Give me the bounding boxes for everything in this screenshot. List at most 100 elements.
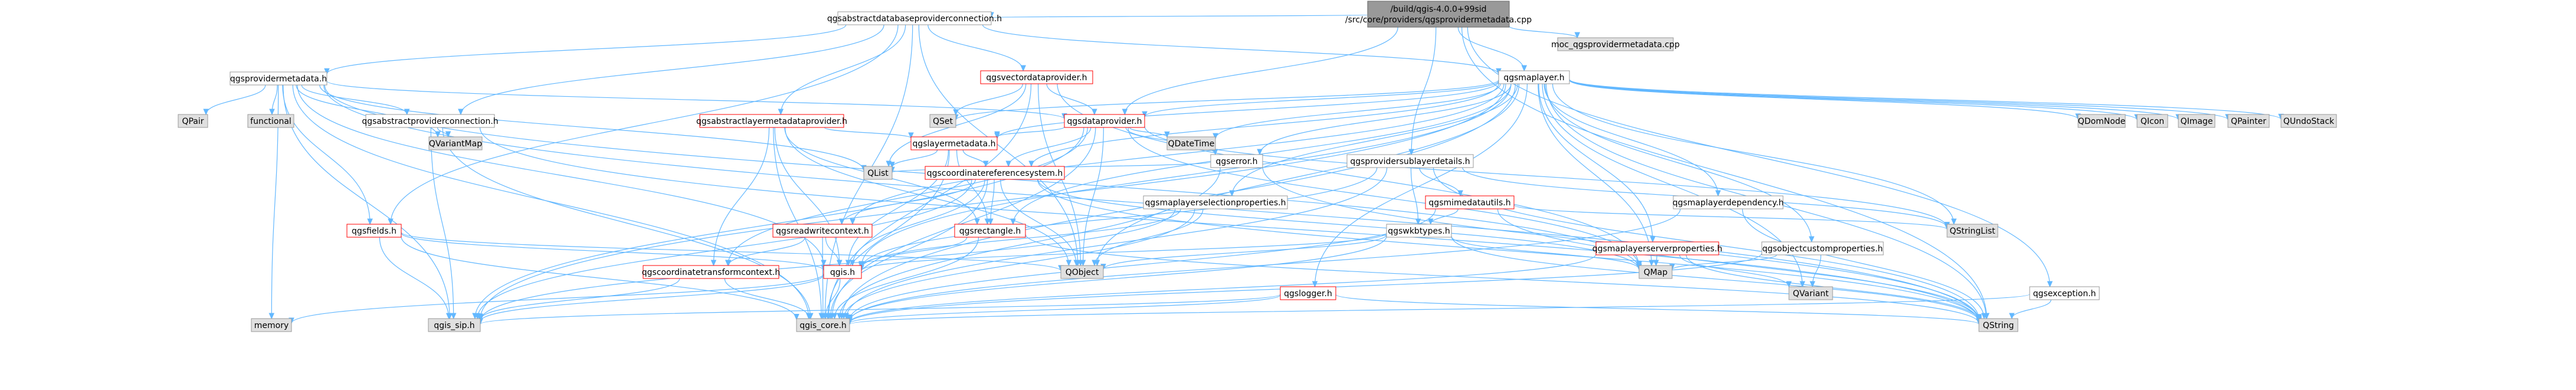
node-label: qgis.h (830, 268, 855, 277)
node-ml[interactable]: qgsmaplayer.h (1498, 70, 1570, 84)
edge-ml-to-crs (1028, 83, 1499, 168)
node-label: QDomNode (2078, 117, 2126, 126)
edge-vdp-to-core (825, 83, 1032, 320)
edge-dp-to-qdt (1129, 127, 1170, 138)
node-core: qgis_core.h (796, 318, 850, 332)
node-qgis[interactable]: qgis.h (823, 265, 862, 279)
edge-crs-to-rrc (839, 179, 976, 225)
edge-psld-to-qgis (858, 167, 1378, 269)
edge-ctc-to-sip (477, 278, 680, 321)
node-crs[interactable]: qgscoordinatereferencesystem.h (925, 166, 1065, 180)
node-vdp[interactable]: qgsvectordataprovider.h (980, 70, 1093, 84)
node-dp[interactable]: qgsdataprovider.h (1064, 114, 1145, 128)
edge-vdp-to-dp (1046, 83, 1097, 116)
node-logger[interactable]: qgslogger.h (1280, 286, 1336, 300)
node-label: QVariant (1793, 289, 1829, 299)
node-mlsrv[interactable]: qgsmaplayerserverproperties.h (1592, 241, 1722, 255)
node-label: QIcon (2141, 117, 2164, 126)
node-mldep[interactable]: qgsmaplayerdependency.h (1673, 195, 1784, 209)
node-ctc[interactable]: qgscoordinatetransformcontext.h (642, 265, 780, 279)
node-adpc[interactable]: qgsabstractdatabaseproviderconnection.h (827, 11, 1002, 25)
node-mime[interactable]: qgsmimedatautils.h (1425, 195, 1515, 209)
edge-dp-to-sip (472, 127, 1084, 320)
node-label: qgsprovidermetadata.h (230, 74, 327, 84)
node-label: qgslayermetadata.h (912, 139, 995, 149)
node-qdt: QDateTime (1166, 136, 1216, 150)
node-qset: QSet (929, 114, 956, 128)
edge-adpc-to-ml (982, 24, 1502, 75)
edge-mlsrv-to-qvar (1679, 254, 1792, 288)
edge-dp-to-qobj (1080, 127, 1104, 267)
edge-ml-to-err (1257, 83, 1512, 156)
node-qimg: QImage (2178, 114, 2216, 128)
node-almp[interactable]: qgsabstractlayermetadataprovider.h (696, 114, 847, 128)
node-fields[interactable]: qgsfields.h (346, 224, 402, 238)
node-label: qgis_core.h (799, 321, 847, 330)
node-qvar: QVariant (1788, 286, 1833, 300)
node-qdom: QDomNode (2077, 114, 2126, 128)
node-apc[interactable]: qgsabstractproviderconnection.h (362, 114, 499, 128)
edge-fields-to-core (401, 236, 799, 320)
edge-lm-to-qlist (889, 149, 938, 168)
edge-ml-to-dp (1142, 80, 1499, 118)
node-exc[interactable]: qgsexception.h (2029, 286, 2100, 300)
node-label: qgsabstractdatabaseproviderconnection.h (827, 14, 1002, 24)
edge-mlsrv-to-qmap (1653, 254, 1659, 267)
node-rect[interactable]: qgsrectangle.h (954, 224, 1026, 238)
node-functional: functional (247, 114, 294, 128)
edge-lm-to-crs (962, 149, 989, 168)
node-qundo: QUndoStack (2280, 114, 2337, 128)
edge-ml-to-ocp (1544, 83, 1815, 243)
edge-adpc-to-almp (778, 24, 906, 116)
node-label: qgsdataprovider.h (1067, 117, 1142, 126)
node-label: QPair (182, 117, 204, 126)
node-label: qgswkbtypes.h (1388, 227, 1450, 236)
node-pmeta[interactable]: qgsprovidermetadata.h (230, 71, 327, 86)
node-mlsp[interactable]: qgsmaplayerselectionproperties.h (1143, 195, 1288, 209)
node-qmap: QMap (1638, 265, 1673, 279)
node-err[interactable]: qgserror.h (1210, 154, 1263, 168)
node-ocp[interactable]: qgsobjectcustomproperties.h (1761, 241, 1884, 255)
node-label: qgsfields.h (352, 227, 396, 236)
node-label: qgserror.h (1216, 157, 1258, 166)
node-label: qgscoordinatereferencesystem.h (927, 169, 1063, 178)
edge-adpc-to-vdp (928, 24, 1026, 72)
edge-ml-to-sip (477, 83, 1506, 320)
edge-root-to-adpc (988, 12, 1368, 19)
edge-pmeta-to-fields (282, 84, 373, 225)
node-wkb[interactable]: qgswkbtypes.h (1386, 224, 1452, 238)
edge-ml-to-qimg (1569, 79, 2181, 121)
node-label: QSet (933, 117, 953, 126)
node-label: moc_qgsprovidermetadata.cpp (1551, 40, 1680, 50)
edge-root-to-ml (1457, 27, 1528, 72)
node-sip: qgis_sip.h (428, 318, 481, 332)
edge-pmeta-to-functional (269, 84, 278, 116)
node-label: QObject (1066, 268, 1099, 277)
node-label: QStringList (1949, 227, 1995, 236)
edge-rrc-to-qgis (825, 237, 843, 267)
edge-ml-to-rect (1010, 83, 1512, 225)
edge-mldep-to-qstr (1742, 208, 1987, 320)
edge-qgis-to-sip (477, 274, 824, 323)
edge-ml-to-mldep (1543, 83, 1721, 197)
node-psld[interactable]: qgsprovidersublayerdetails.h (1346, 154, 1474, 168)
node-label: QDateTime (1168, 139, 1215, 149)
node-qstr: QString (1978, 318, 2018, 332)
node-label: qgsprovidersublayerdetails.h (1350, 157, 1470, 166)
edge-crs-to-qobj (1000, 179, 1080, 267)
node-label: qgsmaplayer.h (1503, 73, 1564, 83)
node-qicon: QIcon (2136, 114, 2168, 128)
edge-pmeta-to-apc (301, 84, 410, 116)
node-lm[interactable]: qgslayermetadata.h (910, 136, 998, 150)
node-qvm: QVariantMap (428, 136, 483, 150)
node-root[interactable]: /build/qgis-4.0.0+99sid/src/core/provide… (1345, 1, 1532, 28)
edge-almp-to-qobj (785, 127, 1072, 267)
node-rrc[interactable]: qgsreadwritecontext.h (772, 224, 873, 238)
node-label: /build/qgis-4.0.0+99sid (1390, 5, 1486, 14)
edge-ml-to-qset (953, 79, 1499, 121)
edge-rrc-to-ctc (725, 237, 805, 267)
edge-dp-to-lm (994, 126, 1065, 138)
edge-crs-to-qmap (1037, 179, 1642, 271)
node-label: QUndoStack (2283, 117, 2335, 126)
node-label: QPainter (2231, 117, 2266, 126)
